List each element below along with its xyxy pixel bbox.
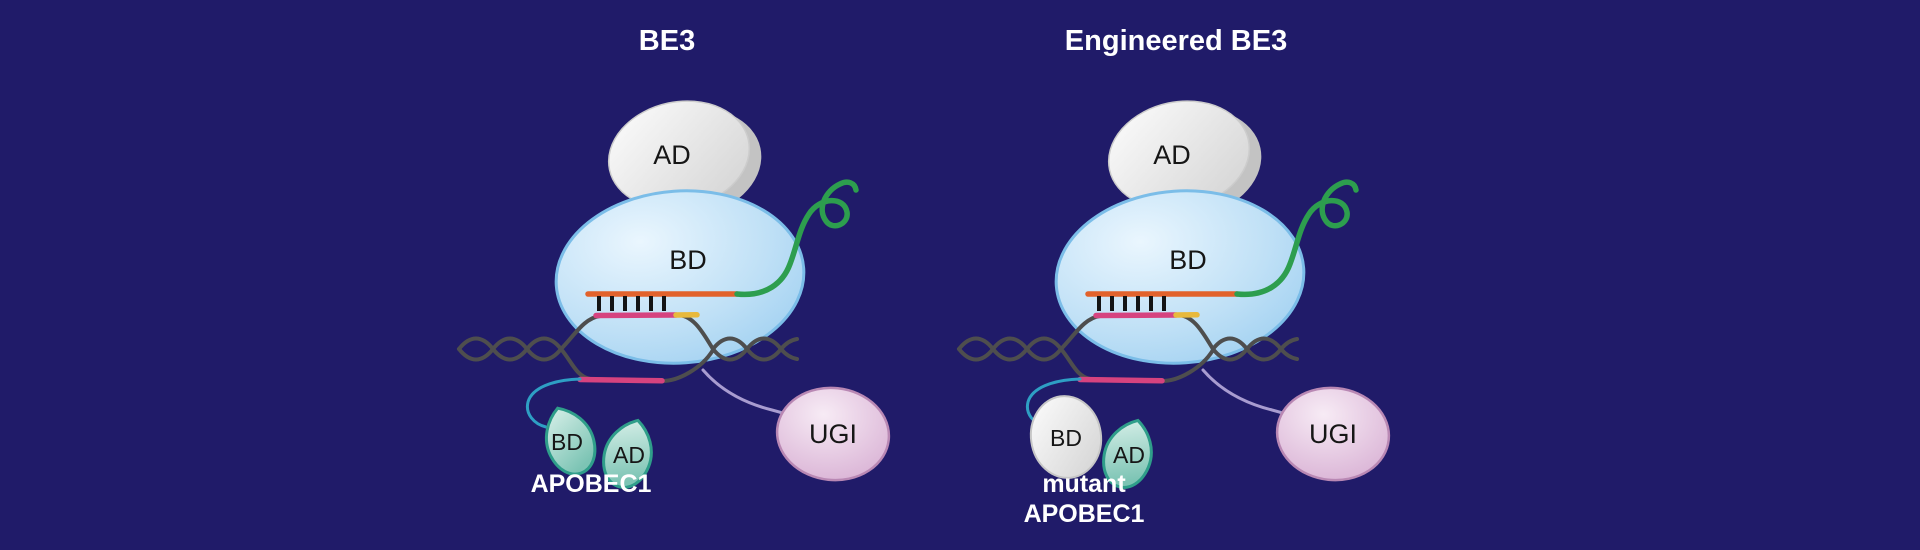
dna-helix-left-strand-a — [457, 336, 563, 362]
apobec-name-line1: mutant — [1042, 470, 1126, 498]
cas9-ad-label: AD — [653, 140, 691, 170]
linker-to-apobec — [525, 377, 582, 429]
ugi-label: UGI — [809, 419, 857, 449]
basepair-ticks — [597, 296, 666, 311]
panel-engineered-be3: Engineered BE3 AD BD BD AD mutant APOBEC… — [957, 25, 1391, 528]
basepair-ticks — [1097, 296, 1166, 311]
dna-helix-right-strand-a — [711, 336, 799, 362]
sgrna-scaffold-loop — [734, 179, 859, 298]
apobec-bd-label: BD — [551, 429, 583, 455]
cas9-bd-label: BD — [669, 245, 707, 275]
displaced-strand-segment-magenta — [1077, 376, 1165, 384]
ugi-body — [1275, 386, 1391, 482]
apobec-name-line2: APOBEC1 — [1024, 500, 1145, 528]
protospacer-segment-magenta — [1093, 312, 1179, 319]
panel-be3: BE3 AD BD BD AD — [457, 25, 891, 498]
dna-helix-left-strand-b — [957, 336, 1063, 362]
dna-helix-right-strand-b — [1211, 336, 1299, 362]
dna-helix-left-strand-b — [457, 336, 563, 362]
ugi-body — [775, 386, 891, 482]
ugi-label: UGI — [1309, 419, 1357, 449]
dna-helix-left-strand-a — [957, 336, 1063, 362]
panel-title: BE3 — [639, 25, 695, 57]
cas9-bd-body — [554, 189, 806, 365]
panel-title: Engineered BE3 — [1065, 25, 1287, 57]
dna-double-helix — [457, 313, 799, 384]
apobec-name: APOBEC1 — [531, 470, 652, 498]
apobec-ad-leaf — [1102, 418, 1153, 489]
apobec-bd-leaf — [544, 406, 597, 476]
protospacer-segment-magenta — [593, 312, 679, 319]
apobec-ad-leaf — [602, 418, 653, 489]
sgrna-scaffold-loop — [1234, 179, 1359, 298]
dna-helix-right-strand-b — [711, 336, 799, 362]
cas9-bd-body — [1054, 189, 1306, 365]
cas9-bd-label: BD — [1169, 245, 1207, 275]
apobec-bd-label: BD — [1050, 425, 1082, 451]
cas9-ad-label: AD — [1153, 140, 1191, 170]
apobec-ad-label: AD — [613, 442, 645, 468]
displaced-strand-segment-magenta — [577, 376, 665, 384]
apobec-mutant-bd-oval — [1029, 395, 1103, 479]
dna-helix-right-strand-a — [1211, 336, 1299, 362]
apobec-ad-label: AD — [1113, 442, 1145, 468]
